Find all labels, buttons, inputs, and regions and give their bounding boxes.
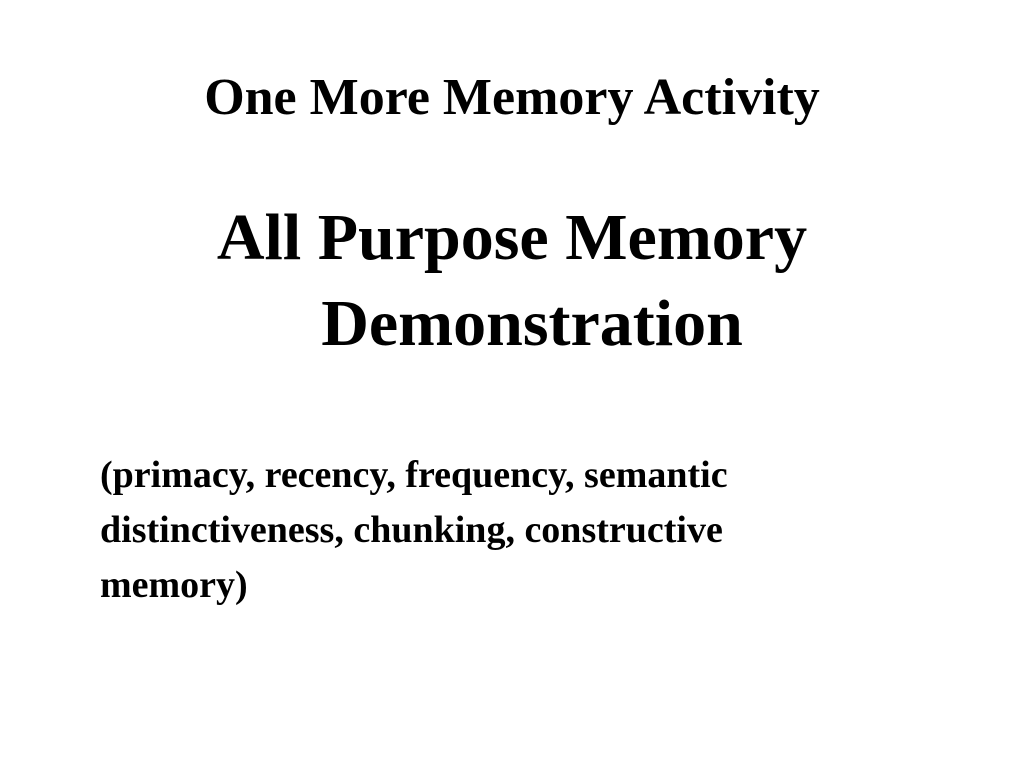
topics-line-3: memory): [100, 564, 248, 606]
subtitle-line-1: All Purpose Memory: [216, 201, 808, 274]
subtitle-line-2: Demonstration: [321, 287, 743, 360]
topics-line-2: distinctiveness, chunking, constructive: [100, 509, 723, 551]
memory-topics-list: (primacy, recency, frequency, semantic d…: [100, 448, 900, 613]
slide-title: One More Memory Activity: [204, 69, 820, 126]
topics-line-1: (primacy, recency, frequency, semantic: [100, 454, 728, 496]
subtitle-block: All Purpose Memory Demonstration: [150, 195, 874, 367]
